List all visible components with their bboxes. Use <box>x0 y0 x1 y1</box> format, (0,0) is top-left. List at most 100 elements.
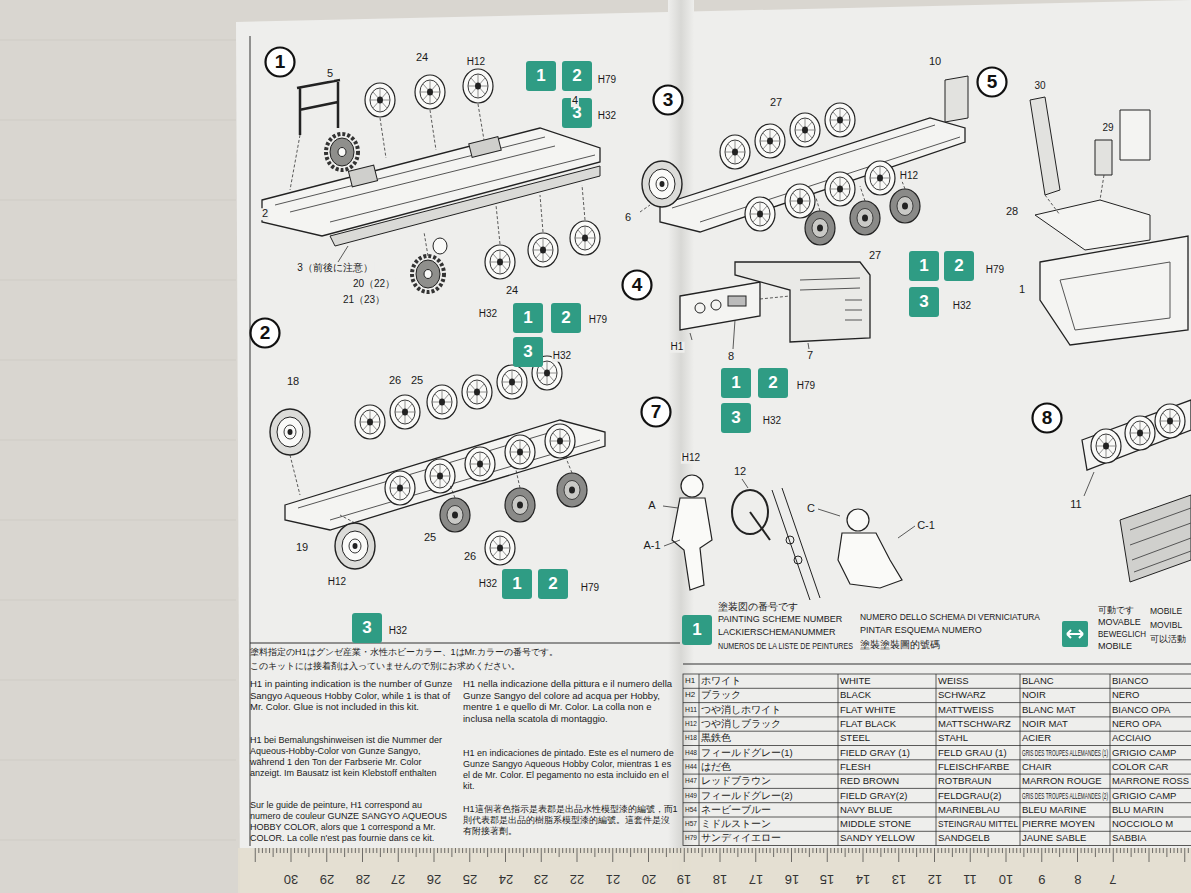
ruler-tick <box>408 848 409 853</box>
scheme-number: 2 <box>538 574 568 594</box>
ruler-tick <box>516 848 517 853</box>
step-2-chassis <box>425 459 455 493</box>
ruler-tick <box>512 848 513 853</box>
ruler-tick <box>888 848 889 853</box>
paper <box>0 40 236 840</box>
scheme-number: 3 <box>352 618 382 638</box>
ruler-tick <box>412 848 413 853</box>
frame-line <box>683 664 1191 665</box>
ruler-tick <box>577 848 578 862</box>
ruler-tick <box>476 848 477 853</box>
ruler-tick <box>1056 848 1057 853</box>
ruler-tick <box>573 848 574 853</box>
frame-line <box>250 36 1191 846</box>
color-table-cell: H1 <box>685 677 695 685</box>
ruler-tick <box>716 848 717 853</box>
ruler-tick <box>830 848 831 853</box>
ruler-tick <box>437 848 438 853</box>
ruler-tick <box>566 848 567 853</box>
color-table-cell: PIERRE MOYEN <box>1022 819 1095 829</box>
ruler-tick <box>684 848 685 862</box>
color-table-cell: SCHWARZ <box>938 690 986 700</box>
note-text: Sur le guide de peinture, H1 correspond … <box>250 800 455 844</box>
part-number: 25 <box>423 532 437 544</box>
step-number-circle: 8 <box>1031 402 1063 434</box>
ruler-tick <box>451 848 452 857</box>
step-8-chassis <box>1155 404 1185 438</box>
color-table-cell: FLAT BLACK <box>840 719 896 729</box>
step-8-chassis <box>1130 508 1191 572</box>
paint-code: H12 <box>899 171 919 182</box>
legend-note: 塗裝塗裝圖的號碼 <box>860 640 940 650</box>
ruler-tick <box>1027 848 1028 853</box>
ruler-tick <box>1123 848 1124 853</box>
color-table-cell: レッドブラウン <box>701 776 771 786</box>
ruler-tick <box>391 848 392 853</box>
ruler-tick <box>551 848 552 853</box>
ruler-tick <box>559 848 560 857</box>
ruler-tick <box>1084 848 1085 853</box>
ruler-tick <box>466 848 467 853</box>
ruler-tick <box>587 848 588 853</box>
ruler-tick <box>362 848 363 862</box>
step-5-body <box>1120 110 1150 160</box>
step-number: 2 <box>249 322 281 344</box>
step-number-circle: 2 <box>249 317 281 349</box>
green-square <box>909 251 939 281</box>
ruler-tick <box>1174 848 1175 853</box>
step-4-dashboard <box>735 262 870 342</box>
step-7-figures <box>847 509 869 531</box>
step-3-chassis <box>720 135 750 169</box>
ruler-tick <box>745 848 746 853</box>
ruler-tick <box>1034 848 1035 853</box>
step-2-chassis <box>505 488 535 522</box>
part-number: 25 <box>410 375 424 387</box>
ruler-tick <box>505 848 506 862</box>
ruler-tick <box>694 848 695 853</box>
paper <box>668 0 694 893</box>
color-table-cell: SABBIA <box>1112 833 1146 843</box>
color-table-cell: NOCCIOLO M <box>1112 819 1173 829</box>
step-2-chassis <box>385 471 415 505</box>
ruler-tick <box>394 848 395 853</box>
ruler-tick <box>1098 848 1099 853</box>
ruler-tick <box>1052 848 1053 853</box>
ruler-tick <box>1077 848 1078 862</box>
step-3-chassis <box>825 172 855 206</box>
color-table-cell: NOIR MAT <box>1022 719 1068 729</box>
color-table-cell: H12 <box>685 720 697 728</box>
ruler-tick <box>980 848 981 853</box>
ruler-tick <box>369 848 370 853</box>
color-table-cell: MARRON ROUGE <box>1022 776 1102 786</box>
ruler-tick <box>748 848 749 853</box>
color-table-cell: BLANC <box>1022 676 1054 686</box>
ruler-tick <box>1163 848 1164 853</box>
green-square <box>526 61 556 91</box>
color-table-cell: ROTBRAUN <box>938 776 991 786</box>
ruler-tick <box>966 848 967 853</box>
ruler-tick <box>519 848 520 853</box>
ruler-tick <box>269 848 270 853</box>
step-3-chassis <box>825 103 855 137</box>
ruler-tick <box>523 848 524 857</box>
step-1-chassis <box>290 104 585 256</box>
painting-scheme-number: 2 <box>758 368 788 398</box>
ruler-tick <box>905 848 906 853</box>
step-5-body <box>1030 97 1188 345</box>
ruler-tick <box>341 848 342 853</box>
scheme-number: 2 <box>551 308 581 328</box>
part-number: 20（22） <box>352 279 396 290</box>
step-7-figures <box>750 512 770 540</box>
ruler-tick <box>959 848 960 853</box>
ruler-tick <box>1081 848 1082 853</box>
ruler-tick <box>501 848 502 853</box>
part-number: 8 <box>727 351 735 363</box>
ruler-tick <box>702 848 703 857</box>
ruler-tick <box>308 848 309 857</box>
ruler-tick <box>923 848 924 853</box>
step-3-chassis <box>745 197 775 231</box>
ruler-tick <box>752 848 753 853</box>
ruler-tick <box>548 848 549 853</box>
step-7-figures <box>663 475 915 600</box>
part-number: 26 <box>463 551 477 563</box>
